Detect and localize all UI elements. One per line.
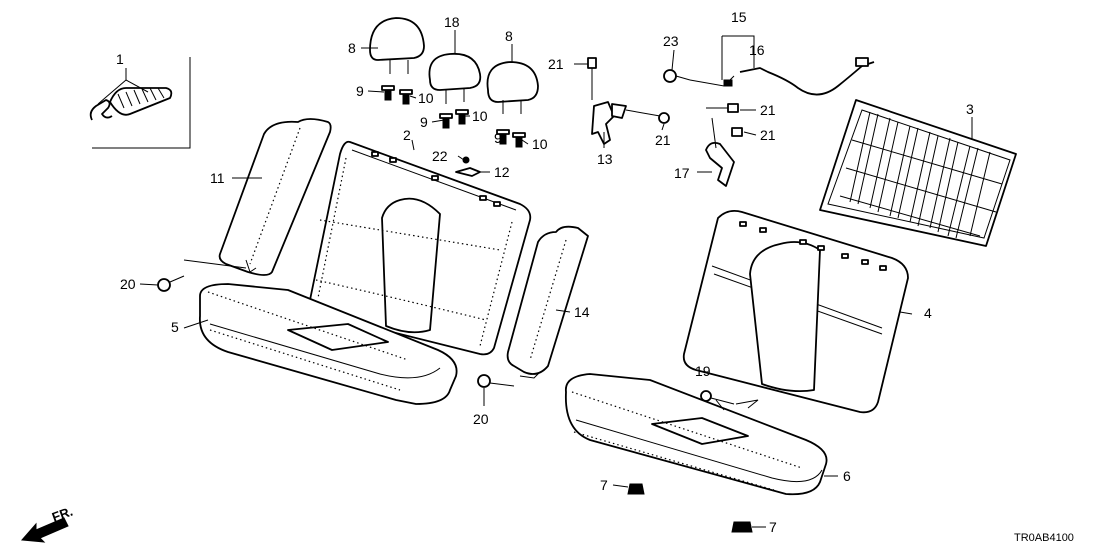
callout-7-right: 7 (769, 519, 777, 535)
callout-6: 6 (843, 468, 851, 484)
callout-20-bottom: 20 (473, 411, 489, 427)
callout-labels: 1 2 3 4 5 6 7 7 8 8 9 9 9 10 10 10 11 12… (116, 9, 974, 535)
front-direction-arrow: FR. (20, 504, 75, 543)
callout-4: 4 (924, 305, 932, 321)
part-15-16-harness (689, 35, 875, 96)
part-5-seat-cushion-left (199, 283, 458, 405)
callout-21-d: 21 (760, 127, 776, 143)
callout-18: 18 (444, 14, 460, 30)
callout-23: 23 (663, 33, 679, 49)
part-7-clips (627, 483, 753, 533)
part-11-side-bolster-left (218, 118, 332, 276)
headrest-guides (381, 85, 526, 148)
part-20-bolts (157, 259, 515, 388)
callout-16: 16 (749, 42, 765, 58)
callout-22: 22 (432, 148, 448, 164)
part-12-cap (455, 167, 481, 177)
part-13-bracket (591, 101, 661, 145)
callout-9-a: 9 (356, 83, 364, 99)
callout-9-b: 9 (420, 114, 428, 130)
part-21-bolts (587, 57, 743, 137)
direction-label: FR. (50, 504, 75, 525)
part-8-headrest-right (486, 61, 539, 114)
callout-19: 19 (695, 363, 711, 379)
part-8-headrest-left (369, 17, 425, 74)
part-1-clip-set (89, 57, 191, 149)
part-18-headrest-center (428, 52, 482, 104)
part-19-bolt (700, 390, 735, 405)
part-4-seatback-right (682, 209, 909, 414)
callout-20-left: 20 (120, 276, 136, 292)
callout-14: 14 (574, 304, 590, 320)
callout-11: 11 (210, 170, 225, 186)
part-2-seatback (308, 140, 532, 356)
part-14-side-bolster-right (506, 225, 589, 379)
diagram-code: TR0AB4100 (1014, 532, 1074, 544)
callout-17: 17 (674, 165, 690, 181)
callout-8-left: 8 (348, 40, 356, 56)
callout-21-b: 21 (655, 132, 671, 148)
callout-9-c: 9 (494, 130, 502, 146)
callout-3: 3 (966, 101, 974, 117)
part-6-seat-cushion-right (565, 373, 828, 496)
part-17-hinge-bracket (705, 117, 735, 187)
callout-10-a: 10 (418, 90, 434, 106)
callout-12: 12 (494, 164, 510, 180)
callout-10-c: 10 (532, 136, 548, 152)
leader-lines (97, 30, 973, 528)
callout-15: 15 (731, 9, 747, 25)
part-22-screw (462, 156, 470, 164)
callout-5: 5 (171, 319, 179, 335)
callout-10-b: 10 (472, 108, 488, 124)
callout-7-left: 7 (600, 477, 608, 493)
callout-1: 1 (116, 51, 124, 67)
callout-21-a: 21 (548, 56, 564, 72)
part-23-bolt (663, 69, 691, 83)
callout-13: 13 (597, 151, 613, 167)
part-3-seatback-frame (819, 99, 1017, 247)
callout-8-right: 8 (505, 28, 513, 44)
callout-2: 2 (403, 127, 411, 143)
callout-21-c: 21 (760, 102, 776, 118)
